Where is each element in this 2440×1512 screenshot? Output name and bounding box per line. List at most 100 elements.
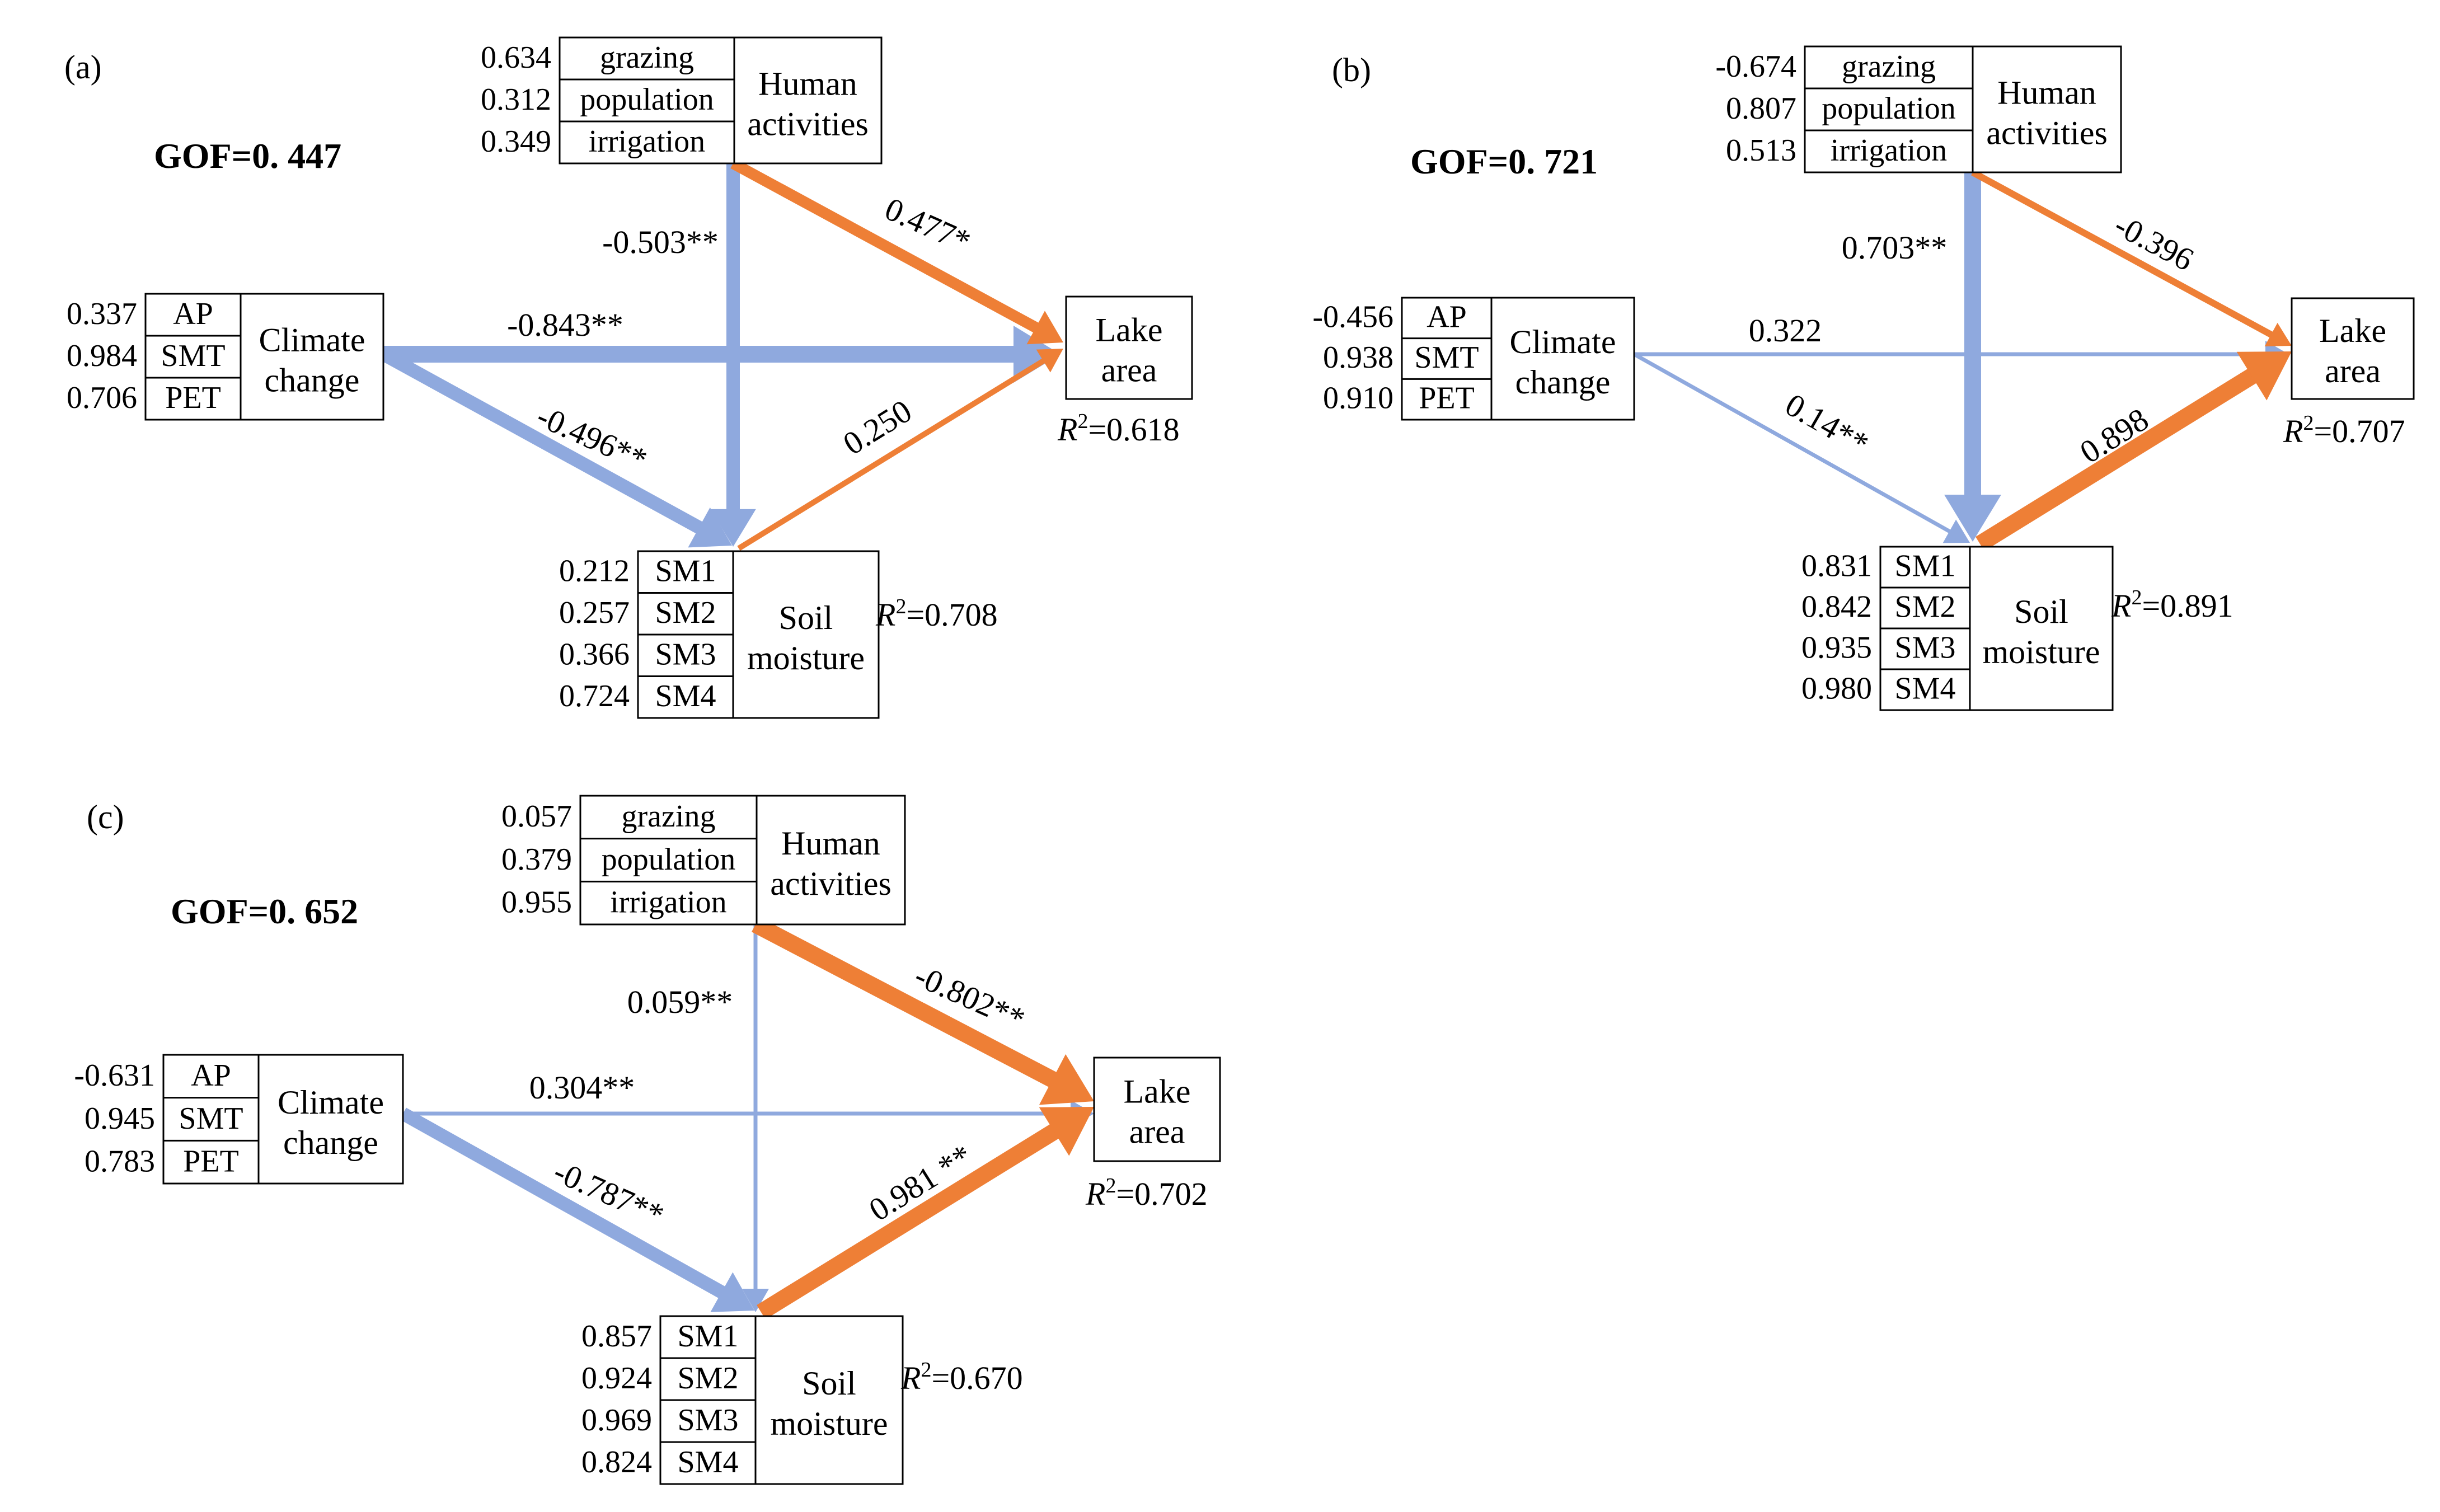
soil-moisture-box-indicator-SM1: SM1 xyxy=(1895,549,1956,584)
path-human-lake-shaft xyxy=(752,917,1058,1088)
lake-area-title-line1: Lake xyxy=(2319,312,2386,349)
path-climate-soil xyxy=(380,348,732,548)
lake-area-r2: R2=0.702 xyxy=(1085,1174,1208,1212)
path-human-lake xyxy=(1971,169,2292,347)
panel-label: (b) xyxy=(1332,51,1371,88)
path-soil-lake xyxy=(737,349,1063,551)
climate-change-box-loading-PET: 0.706 xyxy=(67,381,137,415)
path-climate-soil-head xyxy=(710,1272,754,1312)
path-human-soil xyxy=(710,163,756,547)
climate-change-box-indicator-AP: AP xyxy=(173,297,213,331)
climate-change-box-loading-PET: 0.910 xyxy=(1323,381,1393,416)
soil-moisture-box: SM10.831SM20.842SM30.935SM40.980Soilmois… xyxy=(1801,546,2114,711)
human-activities-box-indicator-irrigation: irrigation xyxy=(610,885,726,920)
human-activities-box-indicator-grazing: grazing xyxy=(622,799,716,834)
path-climate-soil-head xyxy=(1942,519,1970,543)
human-activities-box-title-line2: activities xyxy=(747,106,869,143)
human-activities-box-frame xyxy=(579,795,906,926)
climate-change-box-loading-AP: -0.631 xyxy=(74,1058,155,1093)
soil-moisture-box-indicator-SM3: SM3 xyxy=(1895,631,1956,665)
human-activities-box-title-line2: activities xyxy=(1986,115,2108,152)
lake-area-title-line2: area xyxy=(1129,1114,1185,1151)
climate-change-box-title-line1: Climate xyxy=(278,1084,384,1121)
human-activities-box-frame xyxy=(559,36,883,165)
path-soil-lake-shaft xyxy=(1976,368,2258,551)
gof-value: GOF=0. 447 xyxy=(154,136,341,176)
climate-change-box-loading-PET: 0.783 xyxy=(85,1144,155,1179)
climate-change-box-indicator-PET: PET xyxy=(183,1144,239,1179)
human-activities-box-loading-population: 0.312 xyxy=(481,82,551,117)
soil-moisture-box-indicator-SM1: SM1 xyxy=(678,1319,739,1354)
human-activities-box-indicator-population: population xyxy=(602,842,736,877)
path-human-soil-head xyxy=(742,1289,769,1312)
path-human-lake-head xyxy=(1026,311,1063,345)
climate-change-box-title-line2: change xyxy=(283,1124,378,1161)
panel-a: 0.477*-0.503**-0.843**-0.496**0.250grazi… xyxy=(64,36,1193,719)
path-climate-soil-shaft xyxy=(380,348,703,534)
climate-change-box-loading-AP: 0.337 xyxy=(67,297,137,331)
soil-moisture-box-title-line1: Soil xyxy=(779,599,833,636)
path-climate-lake xyxy=(403,1100,1094,1127)
soil-moisture-box-loading-SM4: 0.980 xyxy=(1801,672,1872,706)
human-activities-box-loading-grazing: 0.057 xyxy=(501,799,572,834)
climate-change-box-title-line2: change xyxy=(1515,364,1611,401)
lake-area-box xyxy=(2291,297,2415,400)
path-soil-lake-head xyxy=(2236,351,2292,401)
path-climate-soil-head xyxy=(688,507,732,548)
soil-moisture-box: SM10.212SM20.257SM30.366SM40.724Soilmois… xyxy=(559,550,880,719)
soil-moisture-box-indicator-SM4: SM4 xyxy=(1895,672,1956,706)
human-activities-box-indicator-irrigation: irrigation xyxy=(589,124,705,159)
climate-change-box-title-line1: Climate xyxy=(1510,323,1616,360)
human-activities-box-loading-population: 0.379 xyxy=(501,842,572,877)
panel-b: -0.3960.703**0.3220.14**0.898grazing-0.6… xyxy=(1312,45,2415,711)
climate-change-box-frame xyxy=(144,293,384,421)
soil-moisture-r2: R2=0.708 xyxy=(875,595,998,633)
path-human-lake xyxy=(752,917,1094,1105)
path-climate-lake xyxy=(1634,341,2289,368)
climate-change-box-loading-AP: -0.456 xyxy=(1312,299,1393,334)
human-activities-box-frame xyxy=(1804,45,2122,173)
path-soil-lake-head xyxy=(1036,349,1063,373)
soil-moisture-box-loading-SM4: 0.824 xyxy=(581,1445,652,1480)
human-activities-box-loading-grazing: 0.634 xyxy=(481,40,551,75)
human-activities-box-indicator-irrigation: irrigation xyxy=(1831,133,1947,168)
coef-human-soil: 0.703** xyxy=(1842,229,1948,266)
soil-moisture-box-indicator-SM3: SM3 xyxy=(655,637,716,672)
path-human-soil xyxy=(1944,172,2001,542)
path-climate-soil xyxy=(400,1107,754,1312)
soil-moisture-r2: R2=0.891 xyxy=(2111,586,2233,624)
lake-area-r2: R2=0.707 xyxy=(2283,411,2405,449)
path-human-soil-head xyxy=(710,509,756,547)
coef-climate-soil: 0.14** xyxy=(1779,386,1875,462)
panel-label: (a) xyxy=(64,49,102,86)
soil-moisture-box-loading-SM2: 0.924 xyxy=(581,1361,652,1396)
gof-value: GOF=0. 721 xyxy=(1410,142,1598,181)
soil-moisture-box-indicator-SM2: SM2 xyxy=(1895,590,1956,624)
path-climate-lake xyxy=(383,326,1061,383)
human-activities-box: grazing-0.674population0.807irrigation0.… xyxy=(1715,45,2122,173)
climate-change-box-indicator-SMT: SMT xyxy=(161,339,225,373)
path-soil-lake-head xyxy=(1039,1107,1094,1156)
soil-moisture-box-title-line1: Soil xyxy=(2014,593,2068,630)
soil-moisture-box-indicator-SM2: SM2 xyxy=(678,1361,739,1396)
coef-climate-lake: 0.304** xyxy=(529,1069,635,1106)
soil-moisture-box-indicator-SM3: SM3 xyxy=(678,1403,739,1438)
soil-moisture-box-loading-SM3: 0.935 xyxy=(1801,631,1872,665)
coef-human-soil: -0.503** xyxy=(602,224,719,260)
panel-c: -0.802**0.059**0.304**-0.787**0.981 **gr… xyxy=(74,795,1221,1485)
path-climate-soil-shaft xyxy=(400,1107,726,1299)
human-activities-box-title-line2: activities xyxy=(770,865,891,902)
lake-area-box xyxy=(1065,295,1193,400)
path-climate-lake-head xyxy=(1013,326,1061,383)
climate-change-box-loading-SMT: 0.945 xyxy=(85,1101,155,1136)
path-human-soil xyxy=(742,924,769,1312)
human-activities-box-indicator-grazing: grazing xyxy=(600,40,694,75)
soil-moisture-box-indicator-SM2: SM2 xyxy=(655,595,716,630)
climate-change-box-frame xyxy=(1401,297,1635,421)
human-activities-box-loading-grazing: -0.674 xyxy=(1715,49,1796,84)
path-human-lake-head xyxy=(2264,322,2292,347)
soil-moisture-box-title-line2: moisture xyxy=(771,1405,888,1442)
soil-moisture-box-loading-SM3: 0.969 xyxy=(581,1403,652,1438)
